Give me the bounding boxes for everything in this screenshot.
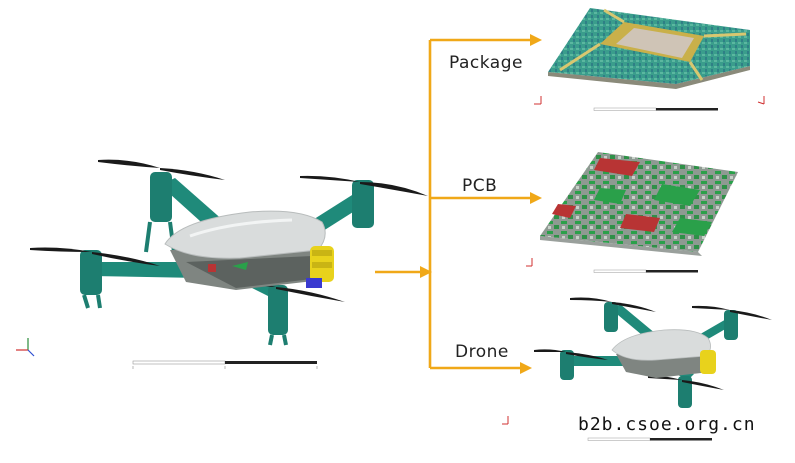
small-drone-model bbox=[534, 297, 772, 408]
scale-bar-icon bbox=[593, 107, 718, 111]
pcb-model bbox=[540, 152, 738, 256]
landing-leg bbox=[268, 334, 288, 346]
drone-battery bbox=[306, 246, 334, 288]
watermark-text: b2b.csoe.org.cn bbox=[578, 414, 756, 435]
drone-decal bbox=[232, 262, 248, 270]
motor-mount bbox=[724, 310, 738, 340]
drone-decal bbox=[208, 264, 216, 272]
label-drone: Drone bbox=[455, 342, 509, 362]
scale-bar-icon bbox=[593, 269, 698, 273]
propeller bbox=[534, 349, 608, 360]
drone-arm bbox=[92, 262, 200, 278]
drone-fuselage-shadow bbox=[186, 256, 320, 288]
drone-battery bbox=[700, 350, 716, 374]
propeller bbox=[98, 159, 225, 180]
drone-arm bbox=[160, 178, 225, 230]
scale-bar-icon bbox=[132, 360, 318, 369]
pcb-red-region bbox=[594, 158, 640, 176]
pcb-green-region bbox=[654, 184, 700, 206]
pcb-green-region bbox=[672, 218, 712, 236]
motor-mount bbox=[150, 172, 172, 222]
propeller bbox=[692, 305, 772, 320]
axis-triad-icon bbox=[534, 96, 542, 105]
arrowhead-package bbox=[530, 34, 542, 46]
propeller bbox=[300, 175, 428, 196]
flow-arrows bbox=[375, 38, 532, 370]
drone-shell bbox=[611, 329, 711, 361]
scale-bar-icon bbox=[587, 437, 712, 441]
pcb-green-region bbox=[594, 188, 626, 204]
label-pcb: PCB bbox=[462, 176, 498, 196]
motor-mount bbox=[80, 250, 102, 295]
landing-leg bbox=[82, 294, 102, 309]
motor-mount bbox=[560, 350, 574, 380]
package-model bbox=[548, 8, 750, 89]
pcb-board-edge bbox=[540, 236, 702, 256]
drone-arm bbox=[612, 304, 656, 340]
axis-triad-icon bbox=[16, 338, 35, 357]
package-die bbox=[616, 28, 694, 58]
pcb-board bbox=[540, 152, 738, 252]
axis-triad-icon bbox=[502, 416, 509, 425]
label-package: Package bbox=[449, 53, 523, 73]
landing-leg bbox=[144, 221, 176, 253]
motor-mount bbox=[352, 180, 374, 228]
axis-triad-icon bbox=[757, 96, 765, 105]
motor-mount bbox=[268, 285, 288, 335]
propeller bbox=[570, 297, 656, 312]
motor-mount bbox=[604, 302, 618, 332]
package-trace bbox=[559, 8, 747, 81]
arrow-heads bbox=[420, 34, 542, 374]
arrowhead-pcb bbox=[530, 192, 542, 204]
arrowhead-drone bbox=[520, 362, 532, 374]
axis-triad-icon bbox=[526, 258, 533, 267]
drone-shell bbox=[164, 210, 326, 259]
arrowhead-main bbox=[420, 266, 432, 278]
main-drone-model bbox=[30, 159, 428, 346]
drone-shell-highlight bbox=[189, 218, 293, 238]
pcb-red-region bbox=[552, 204, 576, 218]
propeller bbox=[30, 247, 160, 266]
package-substrate-edge bbox=[548, 66, 750, 89]
pcb-red-region bbox=[620, 214, 660, 232]
motor-mount bbox=[678, 376, 692, 408]
